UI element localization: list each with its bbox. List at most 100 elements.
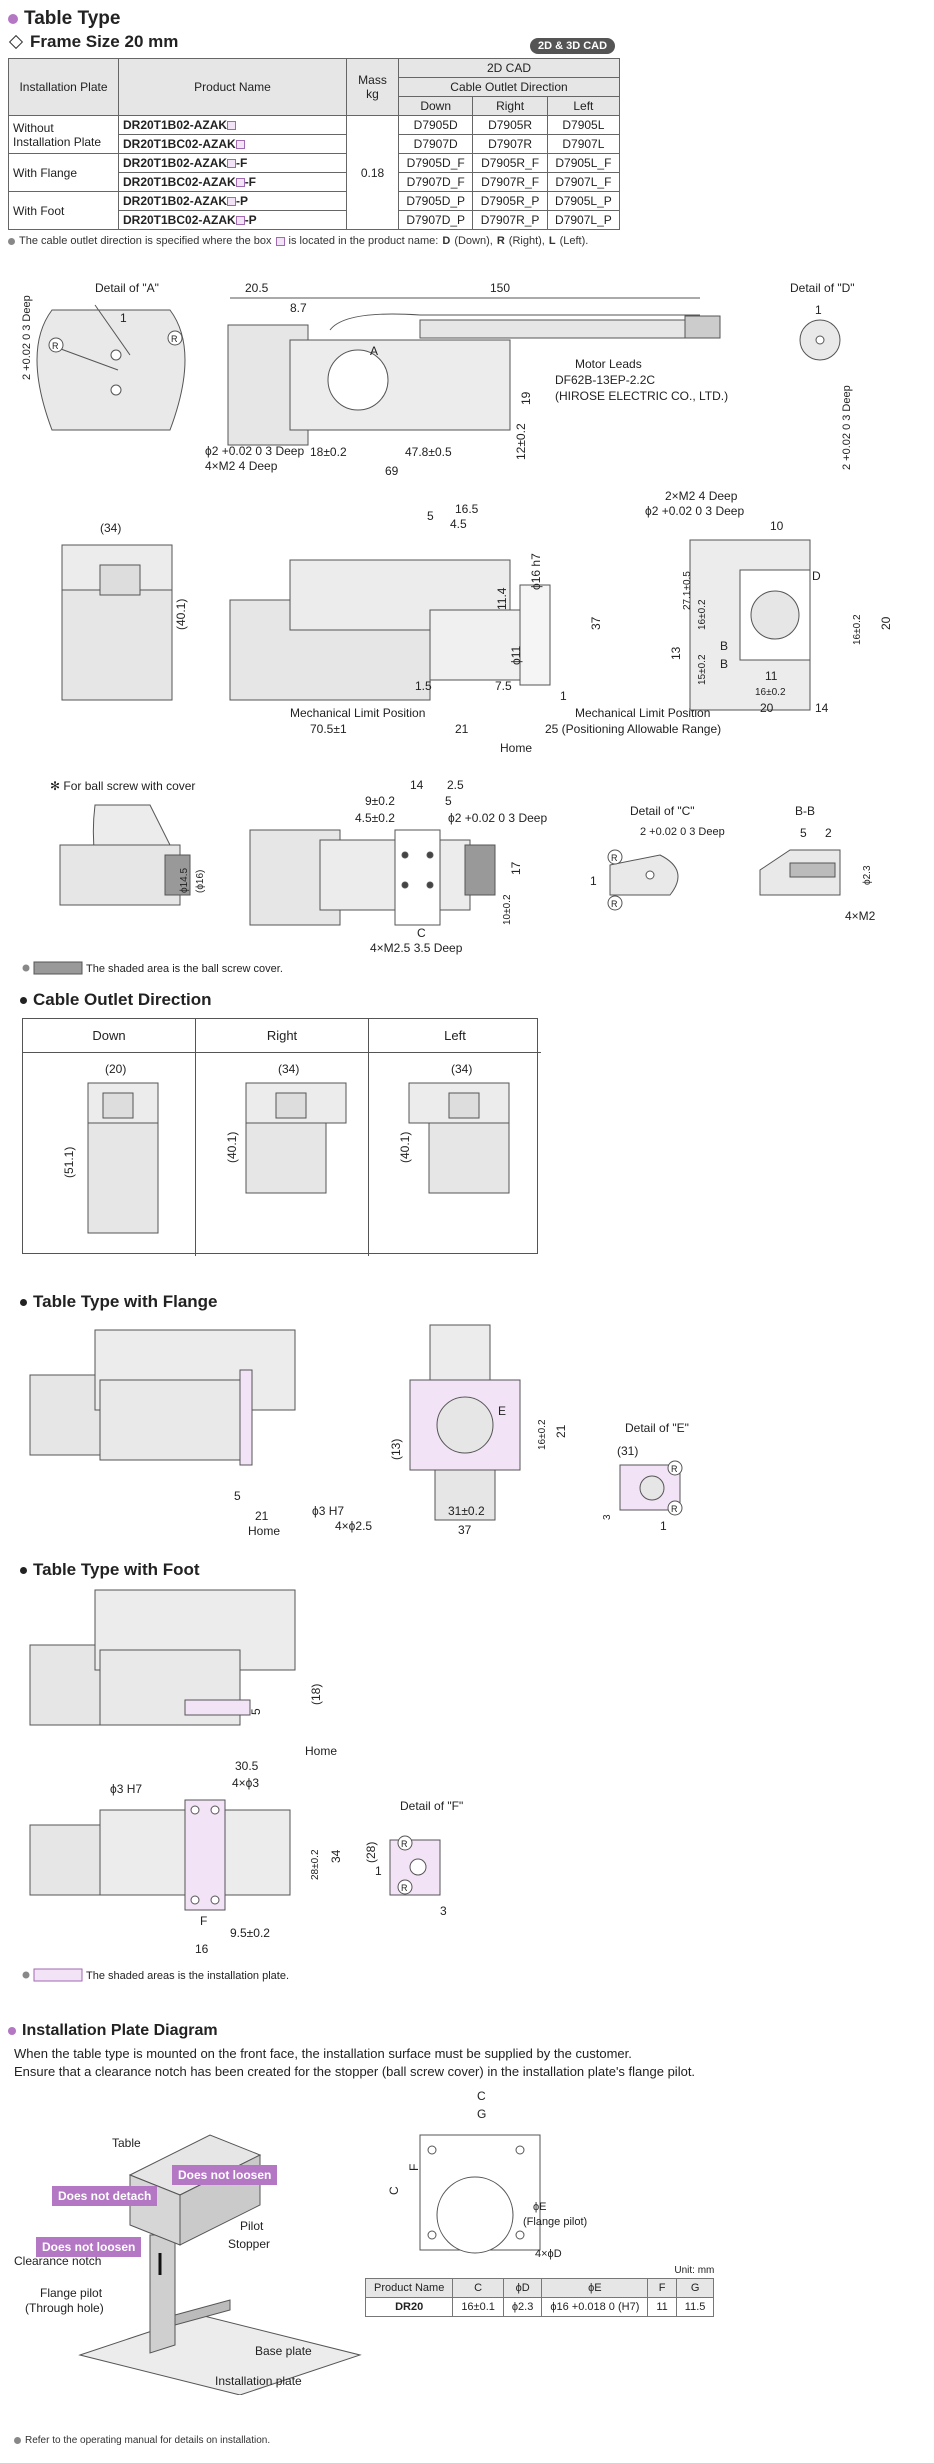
svg-text:(20): (20) — [105, 1062, 126, 1076]
cell-plate: Without Installation Plate — [8, 115, 119, 154]
cell-product: DR20T1BC02-AZAK-F — [118, 172, 347, 192]
cell-plate: With Flange — [8, 153, 119, 192]
svg-text:Detail of "C": Detail of "C" — [630, 804, 695, 818]
svg-text:14: 14 — [410, 778, 424, 792]
bullet-icon — [8, 14, 18, 24]
cad-link-down[interactable]: D7907D_P — [397, 210, 474, 230]
page-header: Table Type Frame Size 20 mm — [8, 8, 178, 52]
shaded-note: The shaded area is the ball screw cover. — [22, 961, 283, 975]
svg-text:Installation plate: Installation plate — [215, 2374, 302, 2388]
plate-cell: 11.5 — [675, 2297, 715, 2317]
svg-text:Home: Home — [248, 1524, 280, 1538]
cad-link-left[interactable]: D7907L — [546, 134, 621, 154]
svg-text:(Through hole): (Through hole) — [25, 2301, 104, 2315]
r-marker-icon — [607, 849, 623, 865]
svg-text:2 +0.02 0 3 Deep: 2 +0.02 0 3 Deep — [640, 826, 725, 838]
cable-heading: Cable Outlet Direction — [20, 990, 212, 1010]
svg-text:B-B: B-B — [795, 804, 815, 818]
cad-link-left[interactable]: D7905L_P — [546, 191, 621, 211]
cad-link-down[interactable]: D7907D_F — [397, 172, 474, 192]
svg-text:3: 3 — [440, 1904, 447, 1918]
cad-link-left[interactable]: D7905L — [546, 115, 621, 135]
svg-text:C: C — [387, 2186, 401, 2195]
cell-plate: With Foot — [8, 191, 119, 230]
cable-col-down: Down (20) (51.1) — [23, 1019, 196, 1256]
r-marker-icon — [397, 1879, 413, 1895]
cad-link-left[interactable]: D7907L_F — [546, 172, 621, 192]
note-bullet-icon — [22, 964, 30, 972]
cad-link-right[interactable]: D7905R — [472, 115, 548, 135]
cable-col-right: Right (34) (40.1) — [196, 1019, 369, 1256]
cad-link-left[interactable]: D7905L_F — [546, 153, 621, 173]
svg-text:F: F — [407, 2164, 421, 2171]
svg-text:Detail of "D": Detail of "D" — [790, 281, 855, 295]
svg-text:Home: Home — [500, 741, 532, 755]
svg-text:(31): (31) — [617, 1444, 638, 1458]
svg-text:Home: Home — [305, 1744, 337, 1758]
cad-link-down[interactable]: D7905D — [397, 115, 474, 135]
cad-link-right[interactable]: D7907R — [472, 134, 548, 154]
svg-text:Table: Table — [112, 2136, 141, 2150]
foot-shaded-note: The shaded areas is the installation pla… — [22, 1968, 289, 1982]
svg-text:E: E — [498, 1404, 506, 1418]
svg-text:Mechanical Limit Position: Mechanical Limit Position — [575, 706, 710, 720]
svg-text:ϕ2.3: ϕ2.3 — [862, 865, 873, 885]
cad-link-down[interactable]: D7905D_P — [397, 191, 474, 211]
th-right: Right — [472, 96, 548, 116]
cable-note: The cable outlet direction is specified … — [8, 235, 620, 247]
svg-text:25 (Positioning Allowable Rang: 25 (Positioning Allowable Range) — [545, 722, 721, 736]
plate-cell: DR20 — [364, 2297, 454, 2317]
tag-does-not-loosen-top: Does not loosen — [172, 2165, 278, 2185]
svg-text:ϕ16 h7: ϕ16 h7 — [529, 553, 543, 590]
cad-link-left[interactable]: D7907L_P — [546, 210, 621, 230]
svg-text:20.5: 20.5 — [245, 281, 269, 295]
svg-text:1.5: 1.5 — [415, 679, 432, 693]
cad-link-right[interactable]: D7905R_F — [472, 153, 548, 173]
svg-text:G: G — [477, 2107, 486, 2121]
svg-text:1: 1 — [590, 874, 597, 888]
plate-th: G — [675, 2278, 715, 2298]
drawing-side-view: (34) (40.1) 5 16.5 4.5 ϕ16 h7 11.4 37 ϕ1… — [61, 489, 893, 755]
svg-text:Pilot: Pilot — [240, 2219, 264, 2233]
cad-link-down[interactable]: D7905D_F — [397, 153, 474, 173]
subtitle-row: Frame Size 20 mm — [8, 32, 178, 52]
svg-text:F: F — [200, 1914, 207, 1928]
drawing-flange: 5 21 Home (13) E 16±0.2 21 ϕ3 H7 4×ϕ2.5 … — [29, 1324, 689, 1538]
plate-th: ϕE — [541, 2278, 649, 2298]
svg-text:4×M2: 4×M2 — [845, 909, 876, 923]
cad-link-right[interactable]: D7907R_F — [472, 172, 548, 192]
cad-link-down[interactable]: D7907D — [397, 134, 474, 154]
th-cad: 2D CAD — [398, 58, 620, 78]
svg-text:30.5: 30.5 — [235, 1759, 259, 1773]
svg-text:9.5±0.2: 9.5±0.2 — [230, 1926, 270, 1940]
svg-text:R: R — [671, 1504, 678, 1514]
svg-text:12±0.2: 12±0.2 — [514, 423, 528, 460]
svg-text:A: A — [370, 344, 378, 358]
drawing-top-view: Detail of "A" 1 R R 2 +0.02 0 3 Deep 20.… — [21, 281, 855, 478]
th-install: Installation Plate — [8, 58, 119, 116]
svg-text:47.8±0.5: 47.8±0.5 — [405, 445, 452, 459]
svg-text:17: 17 — [509, 861, 523, 875]
box-icon — [227, 121, 237, 131]
svg-text:(Flange pilot): (Flange pilot) — [523, 2216, 587, 2228]
svg-text:2 +0.02 0 3 Deep: 2 +0.02 0 3 Deep — [21, 295, 33, 380]
svg-text:13: 13 — [669, 646, 683, 660]
r-marker-icon — [667, 1500, 683, 1516]
detail-a-leader1 — [94, 304, 131, 356]
svg-text:10: 10 — [770, 519, 784, 533]
svg-text:Flange pilot: Flange pilot — [40, 2286, 103, 2300]
plate-th: Product Name — [364, 2278, 454, 2298]
cad-badge[interactable]: 2D & 3D CAD — [530, 38, 616, 54]
svg-text:Detail of "E": Detail of "E" — [625, 1421, 689, 1435]
svg-text:18±0.2: 18±0.2 — [310, 445, 347, 459]
cad-link-right[interactable]: D7907R_P — [472, 210, 548, 230]
svg-text:R: R — [52, 341, 59, 351]
pink-swatch — [33, 1968, 83, 1982]
svg-text:ϕ2 +0.02 0 3 Deep: ϕ2 +0.02 0 3 Deep — [205, 444, 304, 458]
cad-link-right[interactable]: D7905R_P — [472, 191, 548, 211]
plate-cell: ϕ2.3 — [502, 2297, 543, 2317]
svg-text:5: 5 — [249, 1708, 263, 1715]
svg-text:(28): (28) — [364, 1842, 378, 1863]
